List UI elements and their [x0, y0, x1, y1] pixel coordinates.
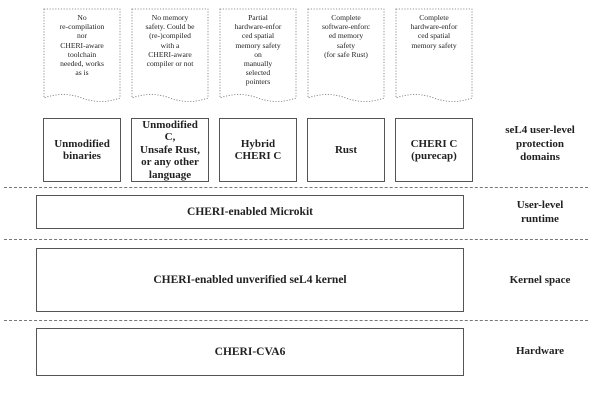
domain-box-cheri-c-purecap: CHERI C(purecap): [395, 118, 473, 182]
domain-box-rust: Rust: [307, 118, 385, 182]
separator-kernel-hardware: [4, 320, 588, 321]
separator-runtime-kernel: [4, 239, 588, 240]
hardware-box: CHERI-CVA6: [36, 328, 464, 376]
note-bubble-outline: [219, 8, 297, 102]
note-bubble-outline: [395, 8, 473, 102]
label-hardware: Hardware: [515, 345, 565, 357]
separator-user-runtime: [4, 187, 588, 188]
note-bubble-outline: [43, 8, 121, 102]
note-bubble-outline: [307, 8, 385, 102]
runtime-box: CHERI-enabled Microkit: [36, 195, 464, 229]
kernel-label: CHERI-enabled unverified seL4 kernel: [153, 274, 347, 286]
hardware-label: CHERI-CVA6: [214, 346, 286, 358]
domain-label: Rust: [334, 143, 357, 156]
note-bubble-outline: [131, 8, 209, 102]
label-kernel: Kernel space: [509, 274, 571, 286]
runtime-label: CHERI-enabled Microkit: [187, 206, 313, 218]
kernel-box: CHERI-enabled unverified seL4 kernel: [36, 248, 464, 312]
domain-label: CHERI C(purecap): [410, 137, 458, 163]
